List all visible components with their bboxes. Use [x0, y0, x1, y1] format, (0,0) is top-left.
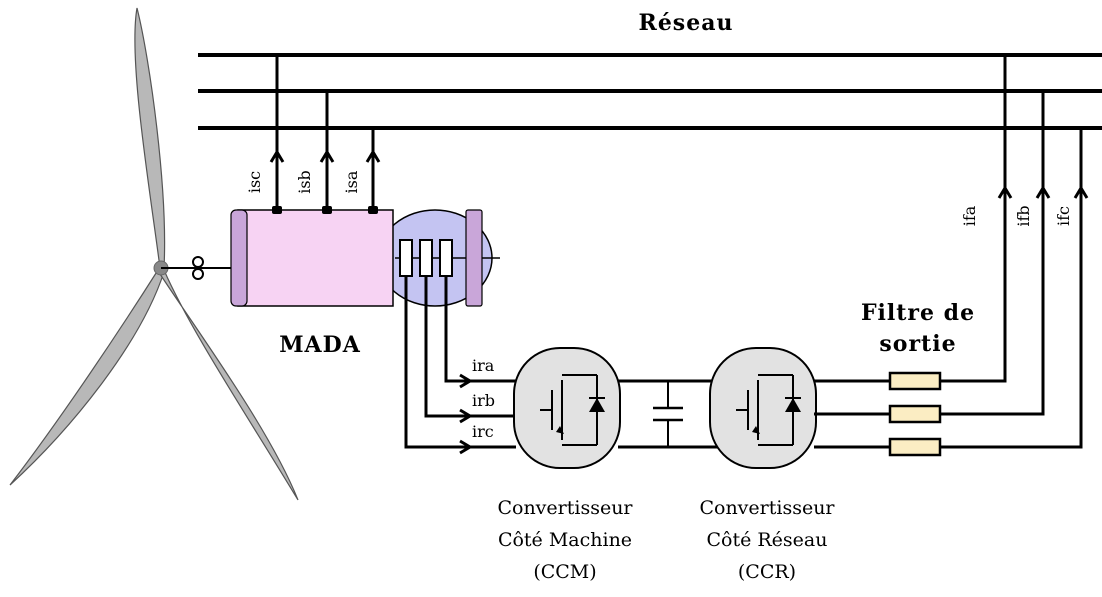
shaft-coupling-bottom [192, 268, 204, 280]
current-label-ifc: ifc [1054, 206, 1073, 226]
current-label-irb: irb [472, 391, 495, 410]
stator-connections [269, 55, 381, 206]
ifc-arrow [1073, 185, 1089, 199]
isa-arrow [365, 149, 381, 163]
stator-body [237, 209, 394, 307]
current-label-isa: isa [342, 170, 361, 193]
ccr-label-line2: Côté Réseau [706, 529, 827, 551]
mada-machine [230, 206, 500, 307]
ccm-label-line1: Convertisseur [497, 497, 633, 519]
current-label-isb: isb [295, 170, 314, 194]
filter-wire-b [940, 91, 1045, 416]
isc-arrow [269, 149, 285, 163]
filter-connections [814, 55, 1089, 457]
filter-wire-c [940, 128, 1083, 449]
ira-arrow [459, 373, 473, 389]
irb-arrow [459, 408, 473, 424]
stator-terminal-c [272, 206, 282, 214]
ccr-body [709, 347, 817, 469]
rotor-wire-c [404, 276, 516, 449]
rotor-wire-a [444, 276, 520, 383]
filter-inductor-b [888, 404, 942, 424]
rotor-wire-b [424, 276, 514, 418]
ccm-label-line3: (CCM) [533, 561, 596, 583]
stator-terminal-a [368, 206, 378, 214]
converter-ccr [709, 347, 817, 469]
ccm-body [513, 347, 621, 469]
current-label-ifa: ifa [960, 205, 979, 226]
filter-label-line1: Filtre de [861, 300, 975, 326]
current-label-ira: ira [472, 356, 495, 375]
grid-label: Réseau [639, 10, 734, 36]
filter-inductor-a [888, 371, 942, 391]
rotor-end-cap [465, 209, 483, 307]
blade-right [159, 268, 299, 501]
blade-top [134, 7, 166, 269]
rotor-connections [404, 276, 520, 455]
wind-turbine [9, 7, 299, 501]
current-label-isc: isc [245, 171, 264, 193]
slip-ring-3 [439, 239, 453, 277]
dc-link [618, 379, 718, 449]
current-label-irc: irc [472, 422, 494, 441]
ccr-label-line1: Convertisseur [699, 497, 835, 519]
irc-arrow [459, 439, 473, 455]
filter-label-line2: sortie [879, 331, 956, 357]
ccm-igbt-arrow [556, 426, 564, 434]
isb-arrow [319, 149, 335, 163]
stator-terminal-b [322, 206, 332, 214]
filter-wire-a [940, 55, 1007, 383]
ccm-label-line2: Côté Machine [498, 529, 632, 551]
ifa-arrow [997, 185, 1013, 199]
slip-ring-2 [419, 239, 433, 277]
filter-inductor-c [888, 437, 942, 457]
ifb-arrow [1035, 185, 1051, 199]
ccr-diode-triangle [785, 398, 801, 412]
stator-end-cap [230, 209, 248, 307]
ccm-diode-triangle [589, 398, 605, 412]
blade-left [9, 269, 165, 486]
shaft-coupling-top [192, 256, 204, 268]
ccr-igbt-arrow [752, 426, 760, 434]
grid-busbars [198, 53, 1102, 130]
ccr-label-line3: (CCR) [738, 561, 796, 583]
converter-ccm [513, 347, 621, 469]
current-label-ifb: ifb [1014, 205, 1033, 226]
machine-label: MADA [279, 332, 361, 358]
slip-ring-1 [399, 239, 413, 277]
